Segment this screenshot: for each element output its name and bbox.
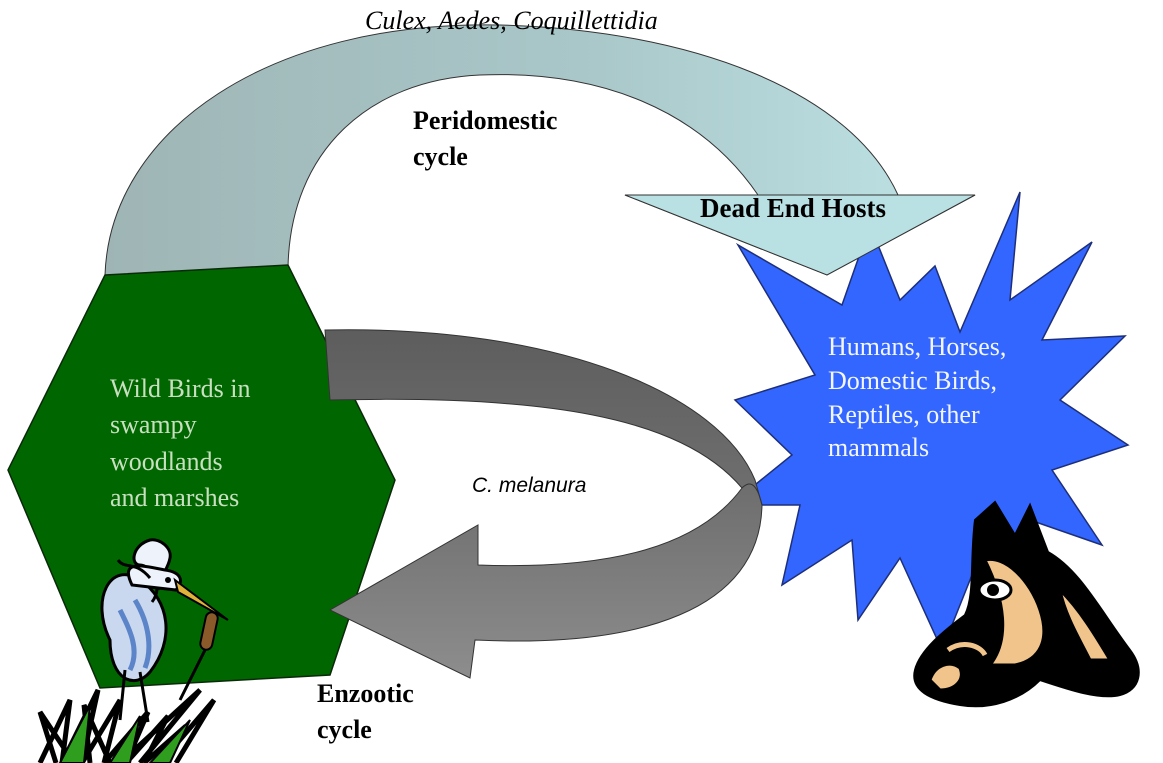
dead-end-arrowhead	[624, 194, 976, 276]
enzootic-arrow	[324, 329, 763, 679]
peridomestic-cycle-label: Peridomestic cycle	[413, 106, 558, 172]
enzootic-cycle-label: Enzootic cycle	[317, 679, 414, 745]
wild-birds-label: Wild Birds in swampy woodlands and marsh…	[110, 374, 251, 513]
wild-birds-hexagon	[7, 264, 396, 689]
heron-icon	[37, 538, 229, 763]
enzootic-vector-label: C. melanura	[472, 474, 587, 497]
dead-end-hosts-list: Humans, Horses, Domestic Birds, Reptiles…	[828, 332, 1007, 463]
peridomestic-vector-label: Culex, Aedes, Coquillettidia	[365, 6, 658, 35]
dead-end-hosts-label: Dead End Hosts	[700, 193, 887, 223]
horse-head-icon	[913, 500, 1140, 708]
